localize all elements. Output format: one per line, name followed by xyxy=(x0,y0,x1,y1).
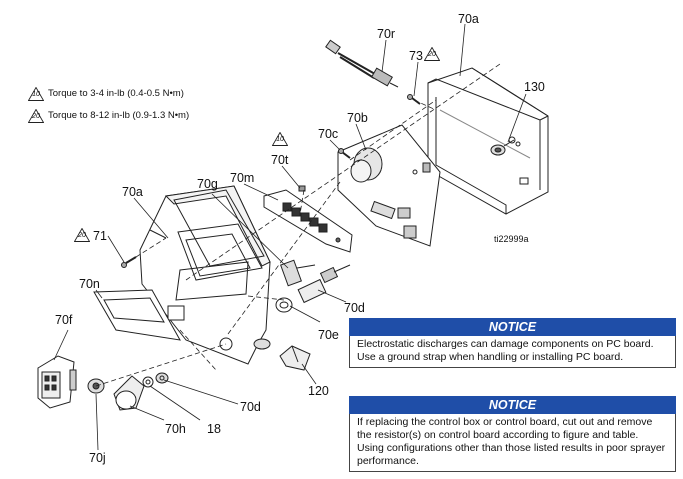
callout-70f: 70f xyxy=(55,313,73,327)
callout-73: 73 xyxy=(409,49,423,63)
screw-71 xyxy=(121,256,137,268)
notice-esd: NOTICE Electrostatic discharges can dama… xyxy=(349,318,676,368)
front-cover xyxy=(139,185,271,365)
cable-70r xyxy=(325,39,399,88)
notice-title: NOTICE xyxy=(349,318,676,336)
callout-130: 130 xyxy=(524,80,545,94)
figure-id: ti22999a xyxy=(494,234,529,244)
torque-triangle-icon: 10 xyxy=(271,131,289,146)
torque-number: 10 xyxy=(276,136,284,143)
nut-70d-lower xyxy=(155,372,169,384)
callout-70e: 70e xyxy=(318,328,339,342)
screw-70t xyxy=(298,185,306,192)
knob-70g xyxy=(280,259,316,287)
label-70n xyxy=(93,289,181,341)
callout-18: 18 xyxy=(207,422,221,436)
control-board-70b xyxy=(337,124,441,247)
callout-70m: 70m xyxy=(230,171,255,185)
callout-70a: 70a xyxy=(458,12,479,26)
knob-70h xyxy=(113,375,145,411)
callout-70d-lower: 70d xyxy=(240,400,261,414)
callout-71: 71 xyxy=(93,229,107,243)
torque-triangle-icon: 20 xyxy=(423,46,441,61)
switch-70f xyxy=(37,355,77,409)
callout-70t: 70t xyxy=(271,153,289,167)
control-box-housing xyxy=(427,67,549,215)
switch-70d xyxy=(297,264,351,304)
callout-70c: 70c xyxy=(318,127,339,141)
notice-text: If replacing the control box or control … xyxy=(349,414,676,472)
notice-resistor: NOTICE If replacing the control box or c… xyxy=(349,396,676,472)
notice-text: Electrostatic discharges can damage comp… xyxy=(349,336,676,368)
callout-70d: 70d xyxy=(344,301,365,315)
display-board-70m xyxy=(263,189,353,253)
torque-number: 20 xyxy=(78,232,86,239)
torque-number: 10 xyxy=(32,91,40,98)
callout-70b: 70b xyxy=(347,111,368,125)
torque-text: Torque to 3-4 in-lb (0.4-0.5 N•m) xyxy=(48,88,184,99)
notice-title: NOTICE xyxy=(349,396,676,414)
torque-number: 20 xyxy=(32,113,40,120)
callout-70j: 70j xyxy=(89,451,106,465)
torque-triangle-icon: 20 xyxy=(27,108,45,123)
torque-text: Torque to 8-12 in-lb (0.9-1.3 N•m) xyxy=(48,110,190,121)
display-bezel xyxy=(173,189,265,267)
callout-70h: 70h xyxy=(165,422,186,436)
callout-70r: 70r xyxy=(377,27,396,41)
torque-number: 20 xyxy=(428,51,436,58)
bracket-120 xyxy=(279,345,311,371)
torque-triangle-icon: 20 xyxy=(73,227,91,242)
washer-18 xyxy=(142,376,154,388)
callout-70g: 70g xyxy=(197,177,218,191)
screw-70c xyxy=(338,148,351,159)
connector-130 xyxy=(490,139,515,156)
torque-triangle-icon: 10 xyxy=(27,86,45,101)
callout-70a-left: 70a xyxy=(122,185,143,199)
callout-70n: 70n xyxy=(79,277,100,291)
gasket-70e xyxy=(275,297,293,313)
callout-120: 120 xyxy=(308,384,329,398)
